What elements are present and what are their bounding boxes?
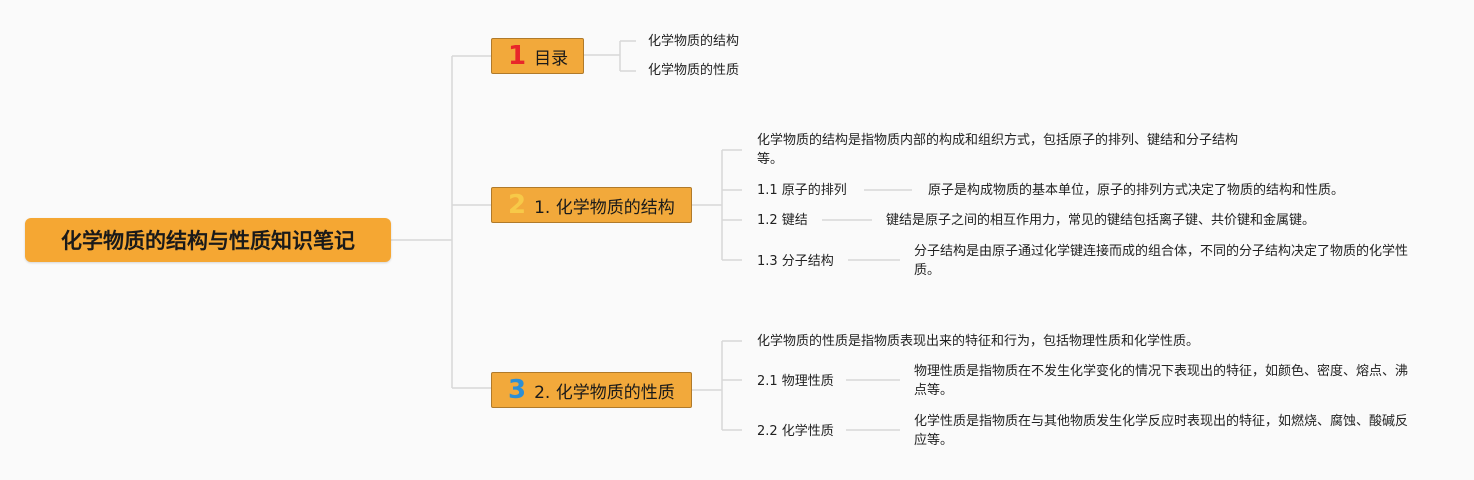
structure-item-desc[interactable]: 分子结构是由原子通过化学键连接而成的组合体，不同的分子结构决定了物质的化学性质。 — [914, 244, 1409, 278]
property-item-label[interactable]: 2.2 化学性质 — [757, 424, 834, 439]
property-item-desc[interactable]: 化学性质是指物质在与其他物质发生化学反应时表现出的特征，如燃烧、腐蚀、酸碱反应等… — [914, 414, 1409, 448]
property-child-lines — [722, 340, 742, 431]
structure-item-label[interactable]: 1.1 原子的排列 — [757, 183, 847, 198]
branch-structure[interactable]: 2 1. 化学物质的结构 — [491, 187, 692, 223]
property-item-desc[interactable]: 物理性质是指物质在不发生化学变化的情况下表现出的特征，如颜色、密度、熔点、沸点等… — [914, 364, 1409, 398]
branch-property[interactable]: 3 2. 化学物质的性质 — [491, 372, 692, 408]
root-topic[interactable]: 化学物质的结构与性质知识笔记 — [25, 218, 391, 262]
number-badge-3: 3 — [508, 375, 527, 405]
toc-item-structure[interactable]: 化学物质的结构 — [648, 34, 740, 49]
structure-item-label[interactable]: 1.2 键结 — [757, 213, 808, 228]
branch-label: 目录 — [534, 48, 569, 69]
property-intro[interactable]: 化学物质的性质是指物质表现出来的特征和行为，包括物理性质和化学性质。 — [757, 334, 1200, 349]
structure-item-label[interactable]: 1.3 分子结构 — [757, 254, 834, 269]
toc-item-property[interactable]: 化学物质的性质 — [648, 63, 740, 78]
structure-item-desc[interactable]: 原子是构成物质的基本单位，原子的排列方式决定了物质的结构和性质。 — [928, 183, 1345, 198]
property-item-label[interactable]: 2.1 物理性质 — [757, 374, 834, 389]
root-title: 化学物质的结构与性质知识笔记 — [61, 229, 355, 253]
structure-item-desc[interactable]: 键结是原子之间的相互作用力，常见的键结包括离子键、共价键和金属键。 — [886, 213, 1316, 228]
branch-toc[interactable]: 1 目录 — [491, 38, 584, 74]
property-desc-lines — [846, 379, 900, 431]
structure-intro[interactable]: 化学物质的结构是指物质内部的构成和组织方式，包括原子的排列、键结和分子结构等。 — [757, 133, 1239, 167]
number-badge-2: 2 — [508, 190, 527, 220]
structure-desc-lines — [822, 189, 912, 261]
branch-label: 1. 化学物质的结构 — [534, 197, 675, 218]
branch-label: 2. 化学物质的性质 — [534, 382, 675, 403]
structure-child-lines — [722, 149, 742, 261]
toc-children-lines — [619, 40, 636, 72]
number-badge-1: 1 — [508, 41, 527, 71]
